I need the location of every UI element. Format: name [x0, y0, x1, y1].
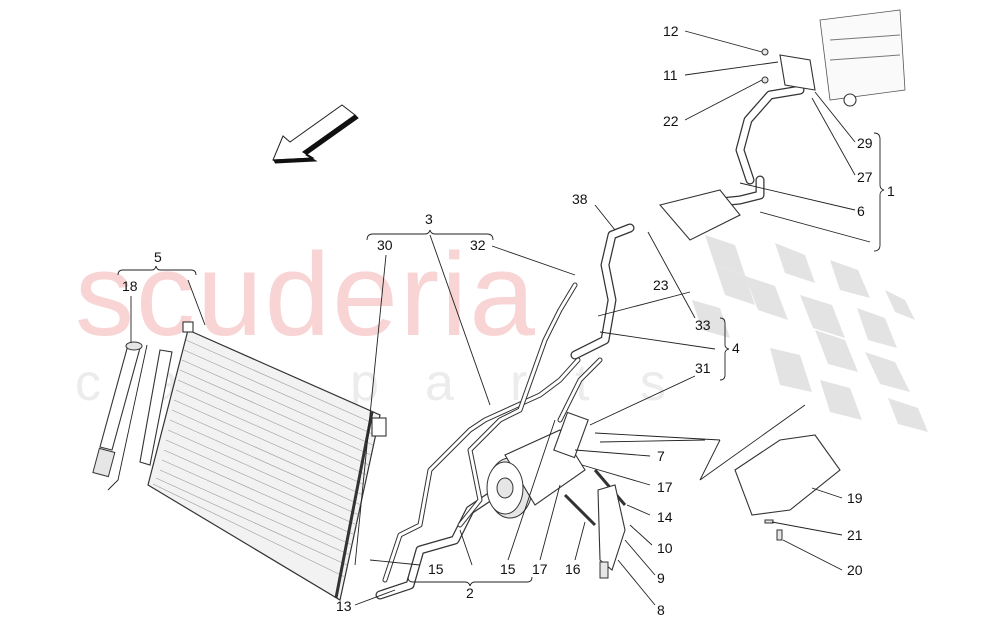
callout-19: 19	[847, 490, 863, 506]
watermark-letter: p	[350, 354, 379, 412]
callout-30: 30	[377, 237, 393, 253]
callout-17: 17	[657, 479, 673, 495]
checker-watermark	[692, 235, 928, 432]
expansion-valve-assembly	[659, 9, 906, 241]
watermark-letter: a	[425, 354, 454, 412]
callout-9: 9	[657, 570, 665, 586]
callout-12: 12	[663, 23, 679, 39]
group-braces	[117, 132, 885, 587]
callout-27: 27	[857, 169, 873, 185]
callout-10: 10	[657, 540, 673, 556]
brackets	[563, 469, 627, 579]
callout-20: 20	[847, 562, 863, 578]
callout-15: 15	[428, 561, 444, 577]
callout-6: 6	[857, 203, 865, 219]
callout-22: 22	[663, 113, 679, 129]
callout-16: 16	[565, 561, 581, 577]
callout-2: 2	[466, 585, 474, 601]
callout-8: 8	[657, 602, 665, 618]
callout-23: 23	[653, 277, 669, 293]
callout-38: 38	[572, 191, 588, 207]
watermark-brand: scuderia	[75, 229, 537, 361]
callout-13: 13	[336, 598, 352, 614]
callout-21: 21	[847, 527, 863, 543]
callout-31: 31	[695, 360, 711, 376]
hoses	[375, 85, 805, 600]
callout-17: 17	[532, 561, 548, 577]
compressor	[486, 411, 589, 519]
callout-29: 29	[857, 135, 873, 151]
heat-shield	[734, 434, 841, 541]
callout-11: 11	[663, 67, 678, 83]
leader-lines	[107, 30, 871, 606]
callout-5: 5	[154, 249, 162, 265]
callout-15: 15	[500, 561, 516, 577]
watermark-letter: t	[575, 354, 590, 412]
callout-1: 1	[887, 183, 895, 199]
watermark-letter: s	[640, 354, 666, 412]
callout-4: 4	[732, 340, 740, 356]
watermark-letter: c	[75, 354, 101, 412]
callout-3: 3	[425, 211, 433, 227]
callout-labels: 12 11 22 29 27 1 6 38 3 30 32 5 18 23 33…	[122, 23, 895, 618]
front-direction-arrow-icon	[272, 104, 359, 164]
callout-14: 14	[657, 509, 673, 525]
callout-33: 33	[695, 317, 711, 333]
callout-32: 32	[470, 237, 486, 253]
callout-18: 18	[122, 278, 138, 294]
condenser	[92, 321, 387, 601]
callout-7: 7	[657, 448, 665, 464]
